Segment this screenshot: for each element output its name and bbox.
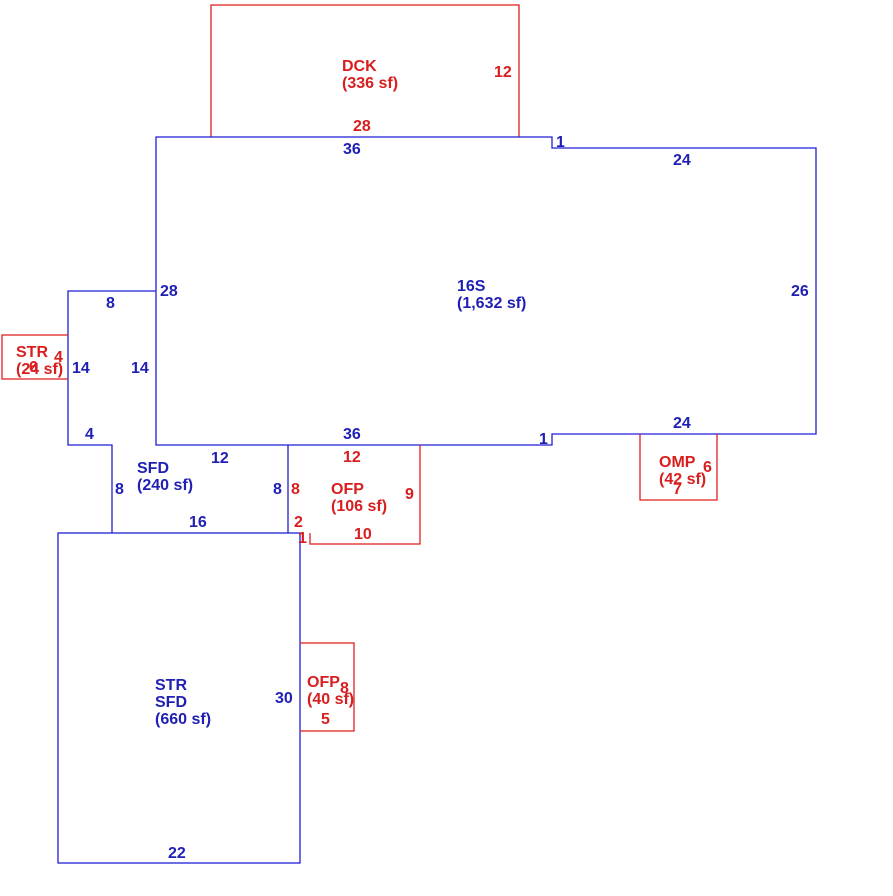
dim-left-top: 8 — [106, 295, 115, 312]
dim-big-right: 30 — [275, 690, 293, 707]
dim-main-right-top: 24 — [673, 152, 691, 169]
dim-sfd-right: 8 — [273, 481, 282, 498]
dck-code: DCK — [342, 58, 377, 75]
dim-main-right-bottom: 24 — [673, 415, 691, 432]
dim-big-bottom: 22 — [168, 845, 186, 862]
ofp-area: (106 sf) — [331, 498, 387, 515]
dim-omp-side: 6 — [703, 459, 712, 476]
big-code: STR — [155, 677, 187, 694]
dim-ofp-top: 12 — [343, 449, 361, 466]
dim-main-bottom: 36 — [343, 426, 361, 443]
main-area: (1,632 sf) — [457, 295, 526, 312]
dim-main-jog-top: 1 — [556, 134, 565, 151]
omp-area: (42 sf) — [659, 471, 706, 488]
ofp-small-outline — [300, 642, 355, 732]
dim-ofp2-side: 8 — [340, 680, 349, 697]
left-section-outline — [67, 290, 156, 533]
dim-dck-side: 12 — [494, 64, 512, 81]
dim-ofp-jog-horiz: 1 — [298, 530, 307, 547]
big-section-outline — [57, 532, 301, 864]
dim-main-right: 26 — [791, 283, 809, 300]
ofp-small-code: OFP — [307, 674, 340, 691]
dim-sfd-top: 12 — [211, 450, 229, 467]
deck-outline — [210, 4, 520, 137]
main-code: 16S — [457, 278, 486, 295]
dim-omp-bottom: 7 — [673, 481, 682, 498]
dim-main-left: 28 — [160, 283, 178, 300]
dim-sfd-left: 8 — [115, 481, 124, 498]
dim-ofp-bottom: 10 — [354, 526, 372, 543]
str-small-area: (24 sf) — [16, 361, 63, 378]
str-small-outline — [1, 334, 68, 380]
dim-left-bottom: 4 — [85, 426, 94, 443]
dim-str-top: 6 — [29, 359, 38, 376]
dim-main-jog-bottom: 1 — [539, 431, 548, 448]
omp-code: OMP — [659, 454, 696, 471]
dim-ofp-right: 9 — [405, 486, 414, 503]
dim-left-side: 14 — [72, 360, 90, 377]
dim-str-side: 4 — [54, 349, 63, 366]
dim-ofp-jog-vert: 2 — [294, 514, 303, 531]
big-area: (660 sf) — [155, 711, 211, 728]
dck-area: (336 sf) — [342, 75, 398, 92]
big-code-2: SFD — [155, 694, 187, 711]
sfd-area: (240 sf) — [137, 477, 193, 494]
main-area-outline — [155, 136, 817, 446]
sfd-code: SFD — [137, 460, 169, 477]
omp-outline — [639, 434, 718, 501]
dim-sfd-bottom: 16 — [189, 514, 207, 531]
ofp-outline — [309, 445, 421, 545]
dim-ofp-left: 8 — [291, 481, 300, 498]
dim-ofp2-bottom: 5 — [321, 711, 330, 728]
ofp-small-area: (40 sf) — [307, 691, 354, 708]
ofp-code: OFP — [331, 481, 364, 498]
dim-main-top: 36 — [343, 141, 361, 158]
dim-dck-top: 28 — [353, 118, 371, 135]
str-small-code: STR — [16, 344, 48, 361]
dim-main-inner-left: 14 — [131, 360, 149, 377]
